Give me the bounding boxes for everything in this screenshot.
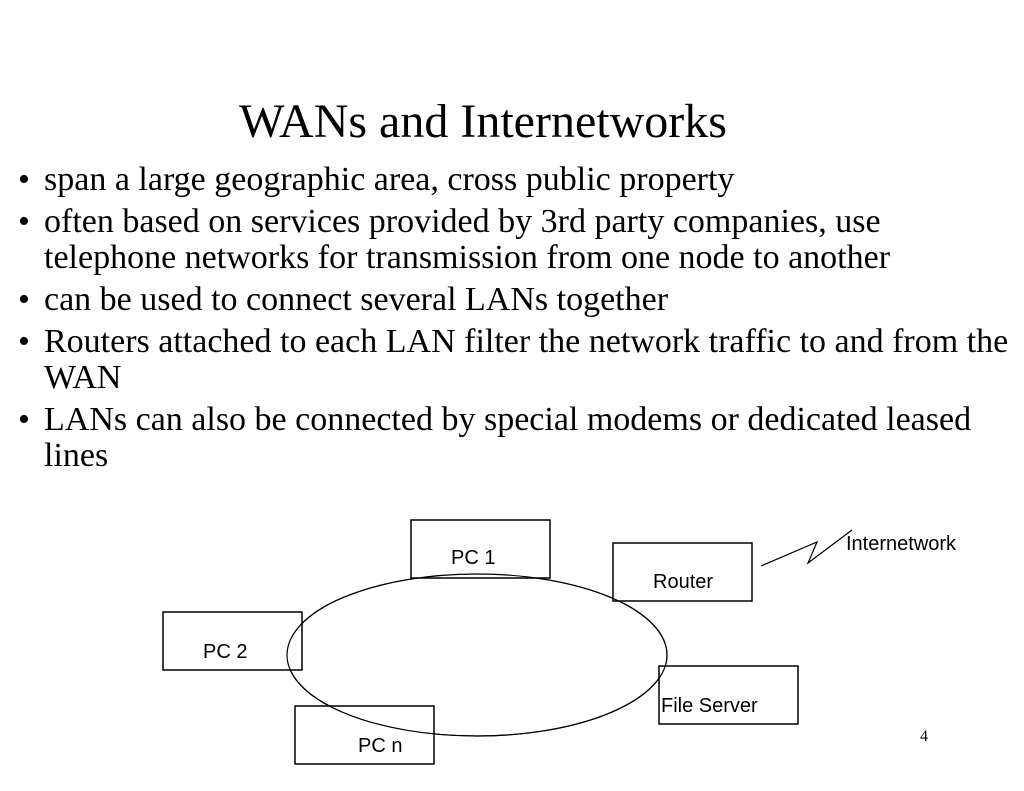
bullet-marker: • [18, 323, 30, 360]
bullet-item: • span a large geographic area, cross pu… [18, 162, 1018, 198]
slide-title: WANs and Internetworks [239, 95, 727, 148]
bullet-marker: • [18, 401, 30, 438]
wan-link-zigzag [760, 529, 853, 567]
bullet-marker: • [18, 203, 30, 240]
bullet-item: • often based on services provided by 3r… [18, 204, 1018, 276]
node-pc1-label: PC 1 [451, 547, 495, 569]
node-file-server-label: File Server [661, 695, 758, 717]
bullet-text: Routers attached to each LAN filter the … [44, 323, 1009, 396]
bullet-text: span a large geographic area, cross publ… [44, 161, 735, 198]
lan-ring-overlay [286, 573, 668, 737]
bullet-text: can be used to connect several LANs toge… [44, 281, 669, 318]
bullet-list: • span a large geographic area, cross pu… [18, 162, 1018, 480]
node-pc2-box [162, 611, 303, 671]
node-file-server-box [658, 665, 799, 725]
node-pc2-label: PC 2 [203, 641, 247, 663]
bullet-item: • Routers attached to each LAN filter th… [18, 324, 1018, 396]
bullet-item: • can be used to connect several LANs to… [18, 282, 1018, 318]
node-pc1-box [410, 519, 551, 579]
bullet-item: • LANs can also be connected by special … [18, 402, 1018, 474]
node-pcn-box [294, 705, 435, 765]
lan-ring [286, 573, 668, 737]
bullet-marker: • [18, 161, 30, 198]
node-pcn-label: PC n [358, 735, 402, 757]
internetwork-label: Internetwork [846, 533, 957, 555]
bullet-text: LANs can also be connected by special mo… [44, 401, 972, 474]
page-number: 4 [920, 728, 928, 745]
bullet-marker: • [18, 281, 30, 318]
node-router-box [612, 542, 753, 602]
node-router-label: Router [653, 571, 713, 593]
bullet-text: often based on services provided by 3rd … [44, 203, 891, 276]
